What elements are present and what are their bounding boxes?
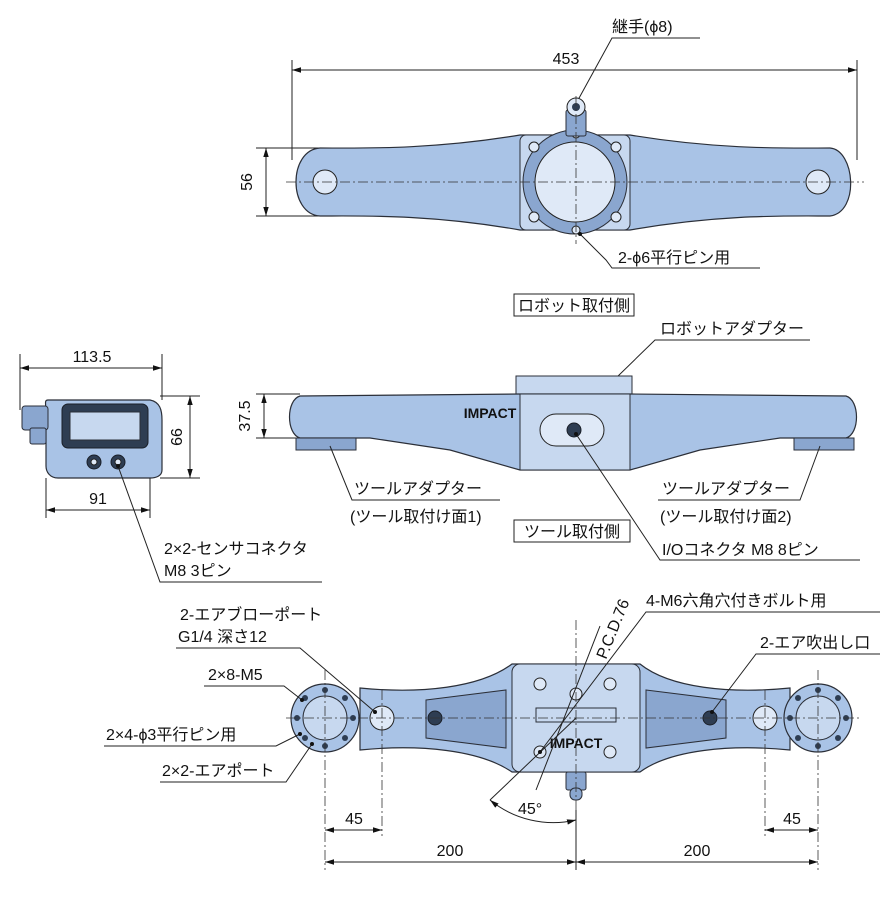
side-view: 113.5 66 91 2×2-センサコネクタ M8 3ピン [19,349,322,583]
impact-logo: IMPACT [464,405,517,421]
dim-200-left: 200 [437,843,464,860]
dim-37-5: 37.5 [237,400,254,431]
top-view: 453 継手(ϕ8) 56 2-ϕ6平行ピン用 [239,18,864,269]
joint-label: 継手(ϕ8) [612,18,673,36]
tool-face2-label: (ツール取付け面2) [660,508,792,526]
sensor-label-line2: M8 3ピン [164,563,232,580]
dim-56: 56 [239,173,256,191]
m5-label: 2×8-M5 [208,667,263,684]
dim-200-right: 200 [684,843,711,860]
sensor-label-line1: 2×2-センサコネクタ [164,540,308,558]
dim-45-right: 45 [783,811,801,828]
tool-side-label: ツール取付側 [524,523,620,541]
robot-side-label: ロボット取付側 [518,297,630,315]
front-view: ロボット取付側 ロボットアダプター 37.5 IMPACT ツールアダプター (… [237,293,860,561]
angle-45: 45° [518,801,542,818]
dim-91: 91 [89,491,107,508]
pcd-label: P.C.D.76 [594,597,633,662]
m6-bolt-label: 4-M6六角穴付きボルト用 [646,592,826,610]
tool-adapter-left-label: ツールアダプター [354,480,482,498]
air-port-label: 2×2-エアポート [162,762,274,780]
dim-66: 66 [169,428,186,446]
io-connector-label: I/Oコネクタ M8 8ピン [662,541,819,559]
robot-adapter-label: ロボットアダプター [660,320,804,338]
air-blow-label-line1: 2-エアブローポート [180,605,322,624]
dim-113-5: 113.5 [73,349,112,366]
pin-6-label: 2-ϕ6平行ピン用 [618,249,730,267]
air-out-label: 2-エア吹出し口 [760,634,870,652]
tool-face1-label: (ツール取付け面1) [350,508,482,526]
dim-45-left: 45 [345,811,363,828]
tool-adapter-right-label: ツールアダプター [662,480,790,498]
bottom-view: IMPACT P.C.D.76 45° 4-M6六角穴付きボルト用 2-エアブロ… [104,592,880,870]
air-blow-label-line2: G1/4 深さ12 [178,628,267,646]
dim-453: 453 [553,51,580,68]
pin-3-label: 2×4-ϕ3平行ピン用 [106,726,236,744]
